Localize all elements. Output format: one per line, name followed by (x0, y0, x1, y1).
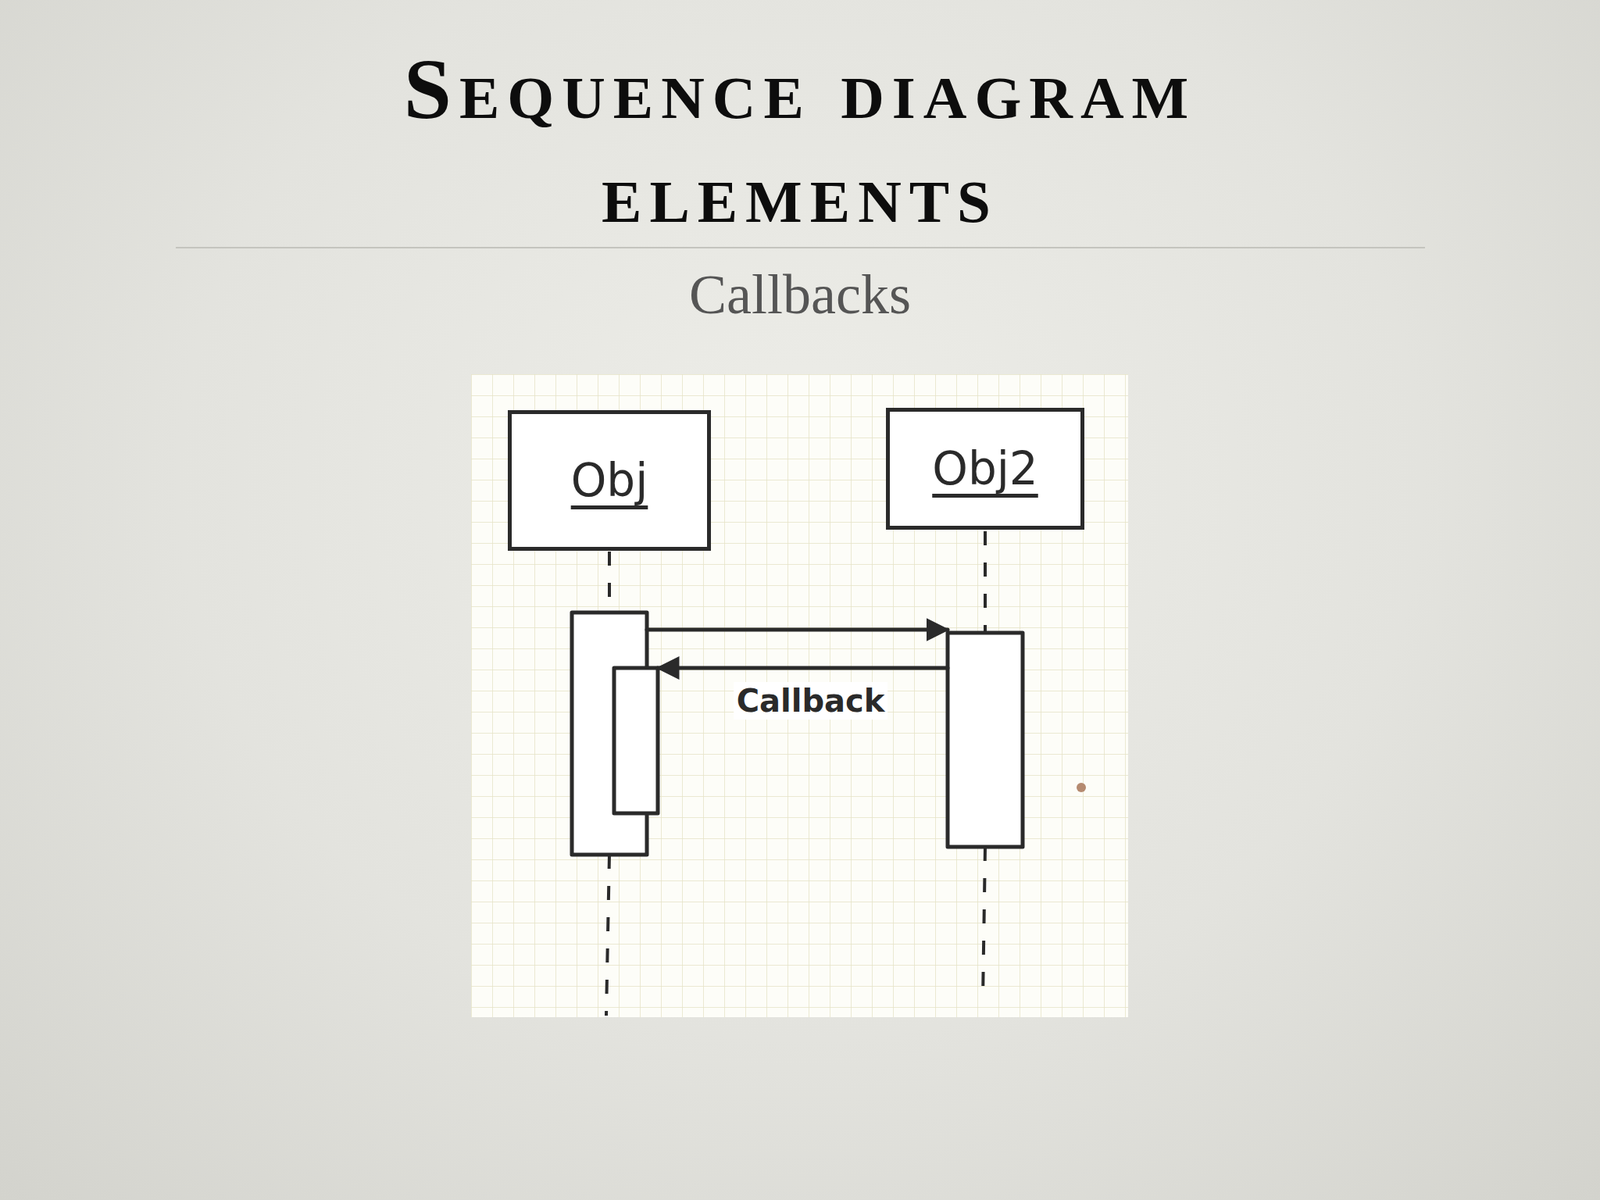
lifeline (982, 846, 986, 1000)
activation-bar (614, 667, 658, 814)
activation-bar (947, 632, 1023, 847)
grid-paper (471, 374, 1129, 1018)
slide-title: Sequence diagram elements (292, 37, 1308, 246)
message-label: Callback (733, 682, 889, 720)
lifeline (607, 551, 611, 613)
object-name: Obj2 (932, 441, 1038, 497)
slide-subtitle: Callbacks (487, 259, 1113, 330)
object-box: Obj (507, 410, 711, 551)
message-arrow (657, 666, 948, 671)
paper-speck (1076, 782, 1086, 793)
object-name: Obj (571, 453, 649, 508)
object-box: Obj2 (885, 407, 1085, 530)
lifeline (606, 854, 610, 1016)
rule-line (175, 246, 1425, 249)
message-arrow (646, 628, 948, 633)
lifeline (983, 531, 987, 633)
